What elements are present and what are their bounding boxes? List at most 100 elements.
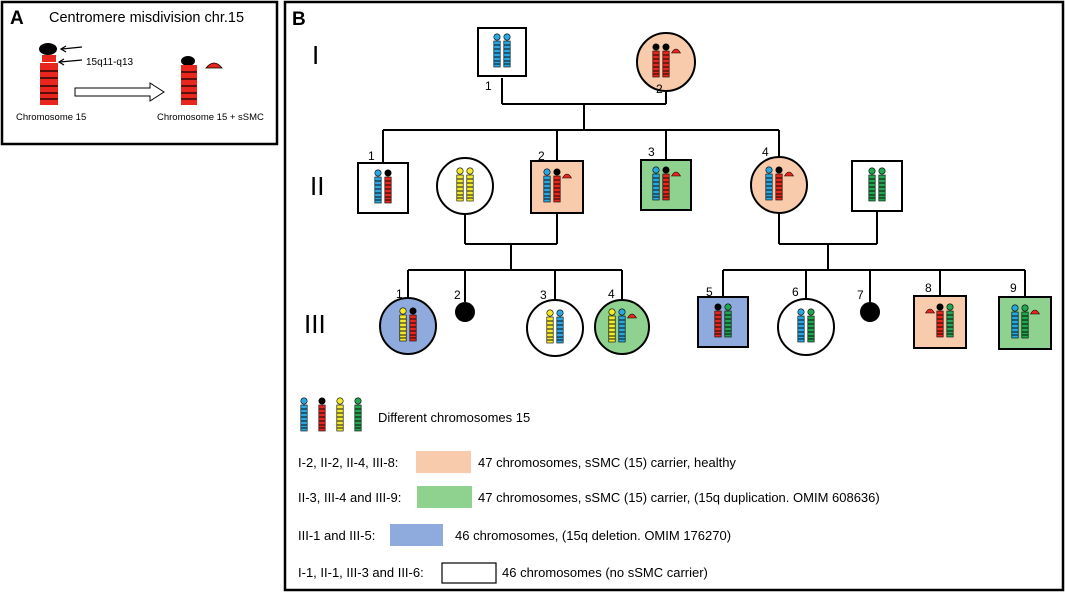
miscarriage-dot (455, 302, 475, 322)
chromosome-blue (765, 166, 773, 201)
panel-a-title: Centromere misdivision chr.15 (49, 10, 244, 26)
individual-III-8: 8 (913, 281, 967, 349)
chromosome-red (662, 166, 670, 201)
individual-number: 1 (485, 79, 492, 93)
chromosome-red (662, 43, 670, 78)
satellite-head (181, 56, 195, 66)
chromosome-q-arm (40, 63, 58, 105)
individual-number: 1 (368, 149, 375, 163)
individual-I-2: 2 (636, 32, 696, 96)
caption-chromosome-15: Chromosome 15 (16, 112, 86, 123)
individual-number: 8 (925, 281, 932, 295)
individual-number: 7 (857, 288, 864, 302)
region-arrows (57, 45, 83, 66)
individual-II-3: 3 (640, 145, 692, 211)
individual-III-1: 1 (379, 287, 437, 355)
individual-II-2: 2 (530, 149, 584, 214)
individual-number: 2 (454, 288, 461, 302)
legend-text-peach: 47 chromosomes, sSMC (15) carrier, healt… (478, 455, 736, 470)
individual-III-2: 2 (454, 288, 475, 322)
chromosome-red (936, 303, 944, 338)
individual-II-spouse-2 (851, 160, 903, 212)
individual-III-9: 9 (998, 281, 1052, 350)
chromosome-blue (556, 309, 564, 344)
legend-chromosome-green (354, 397, 362, 432)
chromosome-red (775, 166, 783, 201)
legend-swatch-blue (390, 524, 443, 546)
miscarriage-dot (860, 302, 880, 322)
region-label: 15q11-q13 (86, 57, 134, 68)
chromosome-blue (503, 33, 511, 68)
legend-prefix-white: I-1, II-1, III-3 and III-6: (298, 565, 424, 580)
individual-III-7: 7 (857, 288, 880, 322)
legend-chromosome-blue (300, 397, 308, 432)
chromosome-red (409, 307, 417, 342)
ssmc-marker (670, 171, 682, 177)
legend-prefix-green: II-3, III-4 and III-9: (298, 490, 401, 505)
chromosome-red (714, 303, 722, 338)
ssmc-marker (670, 48, 682, 54)
individual-number: 1 (396, 287, 403, 301)
chromosome-blue (493, 33, 501, 68)
ssmc-marker (783, 171, 795, 177)
generation-label-III: III (304, 309, 326, 339)
legend-text-different: Different chromosomes 15 (378, 410, 530, 425)
chromosome-green (868, 167, 876, 202)
individual-III-6: 6 (777, 285, 835, 356)
chromosome-yellow (466, 167, 474, 202)
individual-number: 2 (656, 82, 663, 96)
legend-prefix-blue: III-1 and III-5: (298, 528, 375, 543)
chromosome-green (878, 167, 886, 202)
female-circle (379, 297, 437, 355)
chromosome-bands (40, 70, 58, 100)
chromosome-blue (618, 308, 626, 343)
ssmc-fragment (205, 62, 223, 69)
chromosome-green (807, 308, 815, 343)
chromosome-bands (181, 71, 197, 100)
individual-I-1: 1 (477, 27, 527, 93)
ssmc-marker (626, 313, 638, 319)
male-square (697, 296, 749, 348)
satellite-head (39, 43, 57, 55)
generation-label-II: II (310, 171, 324, 201)
legend-text-green: 47 chromosomes, sSMC (15) carrier, (15q … (478, 490, 880, 505)
chromosome-green (1021, 304, 1029, 339)
individual-II-4: 4 (750, 145, 808, 214)
legend-swatch-peach (416, 451, 471, 473)
chromosome-yellow (546, 309, 554, 344)
male-square (477, 27, 527, 77)
male-square (851, 160, 903, 212)
chromosome-yellow (608, 308, 616, 343)
ssmc-marker (561, 173, 573, 179)
chromosome-green (724, 303, 732, 338)
chromosome-red (553, 168, 561, 203)
female-circle (777, 298, 835, 356)
individual-II-1: 1 (357, 149, 409, 214)
chromosome-yellow (399, 307, 407, 342)
chromosome-red (652, 43, 660, 78)
panel-b: B I II III (283, 0, 1065, 592)
individual-II-spouse-1 (436, 157, 494, 215)
individual-III-5: 5 (697, 285, 749, 348)
legend-chromosome-red (318, 397, 326, 432)
ssmc-marker (1029, 309, 1041, 315)
chromosome-blue (797, 308, 805, 343)
individual-number: 4 (762, 145, 769, 159)
male-square (357, 162, 409, 214)
individual-III-4: 4 (594, 287, 650, 355)
legend-swatch-green (417, 486, 472, 508)
individual-number: 4 (608, 287, 615, 301)
legend-chromosome-set (300, 397, 362, 432)
chromosome-yellow (456, 167, 464, 202)
female-circle (436, 157, 494, 215)
chromosome-blue (543, 168, 551, 203)
chromosome-blue (652, 166, 660, 201)
panel-a-letter: A (10, 8, 24, 29)
legend-chromosome-yellow (336, 397, 344, 432)
legend: Different chromosomes 15 I-2, II-2, II-4… (298, 397, 880, 584)
ssmc-marker (924, 308, 936, 314)
chromosome-15-normal (39, 43, 58, 105)
panel-b-letter: B (292, 9, 306, 30)
